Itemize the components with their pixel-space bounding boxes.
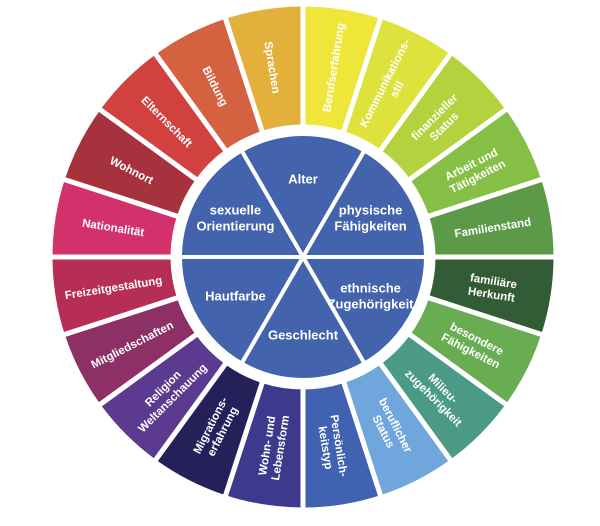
segment-shape: [177, 255, 307, 367]
label-line: Alter: [288, 172, 318, 187]
segment-shape: [177, 147, 307, 259]
segment-shape: [238, 132, 368, 261]
outer-segment: Wohn- undLebensform: [221, 377, 306, 513]
outer-segment: besondereFähigkeiten: [404, 294, 547, 410]
inner-segment-label: Geschlecht: [268, 328, 339, 343]
label-line: sexuelle: [210, 203, 261, 218]
inner-segment: Alter: [238, 132, 368, 261]
label-line: Hautfarbe: [205, 289, 266, 304]
label-line: Orientierung: [196, 219, 274, 234]
segment-shape: [299, 255, 429, 367]
label-line: Zugehörigkeit: [328, 297, 415, 312]
outer-segment: Sprachen: [221, 1, 306, 137]
outer-segment: Berufserfahrung: [300, 1, 385, 137]
label-line: Geschlecht: [268, 328, 339, 343]
inner-segment: Geschlecht: [238, 253, 368, 382]
segment-shape: [238, 253, 368, 382]
outer-segment: Wohnort: [59, 104, 202, 220]
label-line: Fähigkeiten: [334, 219, 406, 234]
label-line: ethnische: [340, 281, 401, 296]
segment-shape: [221, 1, 306, 137]
outer-segment: Kommunikations-stil: [340, 13, 456, 156]
label-line: physische: [339, 203, 403, 218]
inner-segment-label: Alter: [288, 172, 318, 187]
inner-segment-label: Hautfarbe: [205, 289, 266, 304]
segment-shape: [299, 147, 429, 259]
inner-segment: Hautfarbe: [177, 255, 307, 367]
